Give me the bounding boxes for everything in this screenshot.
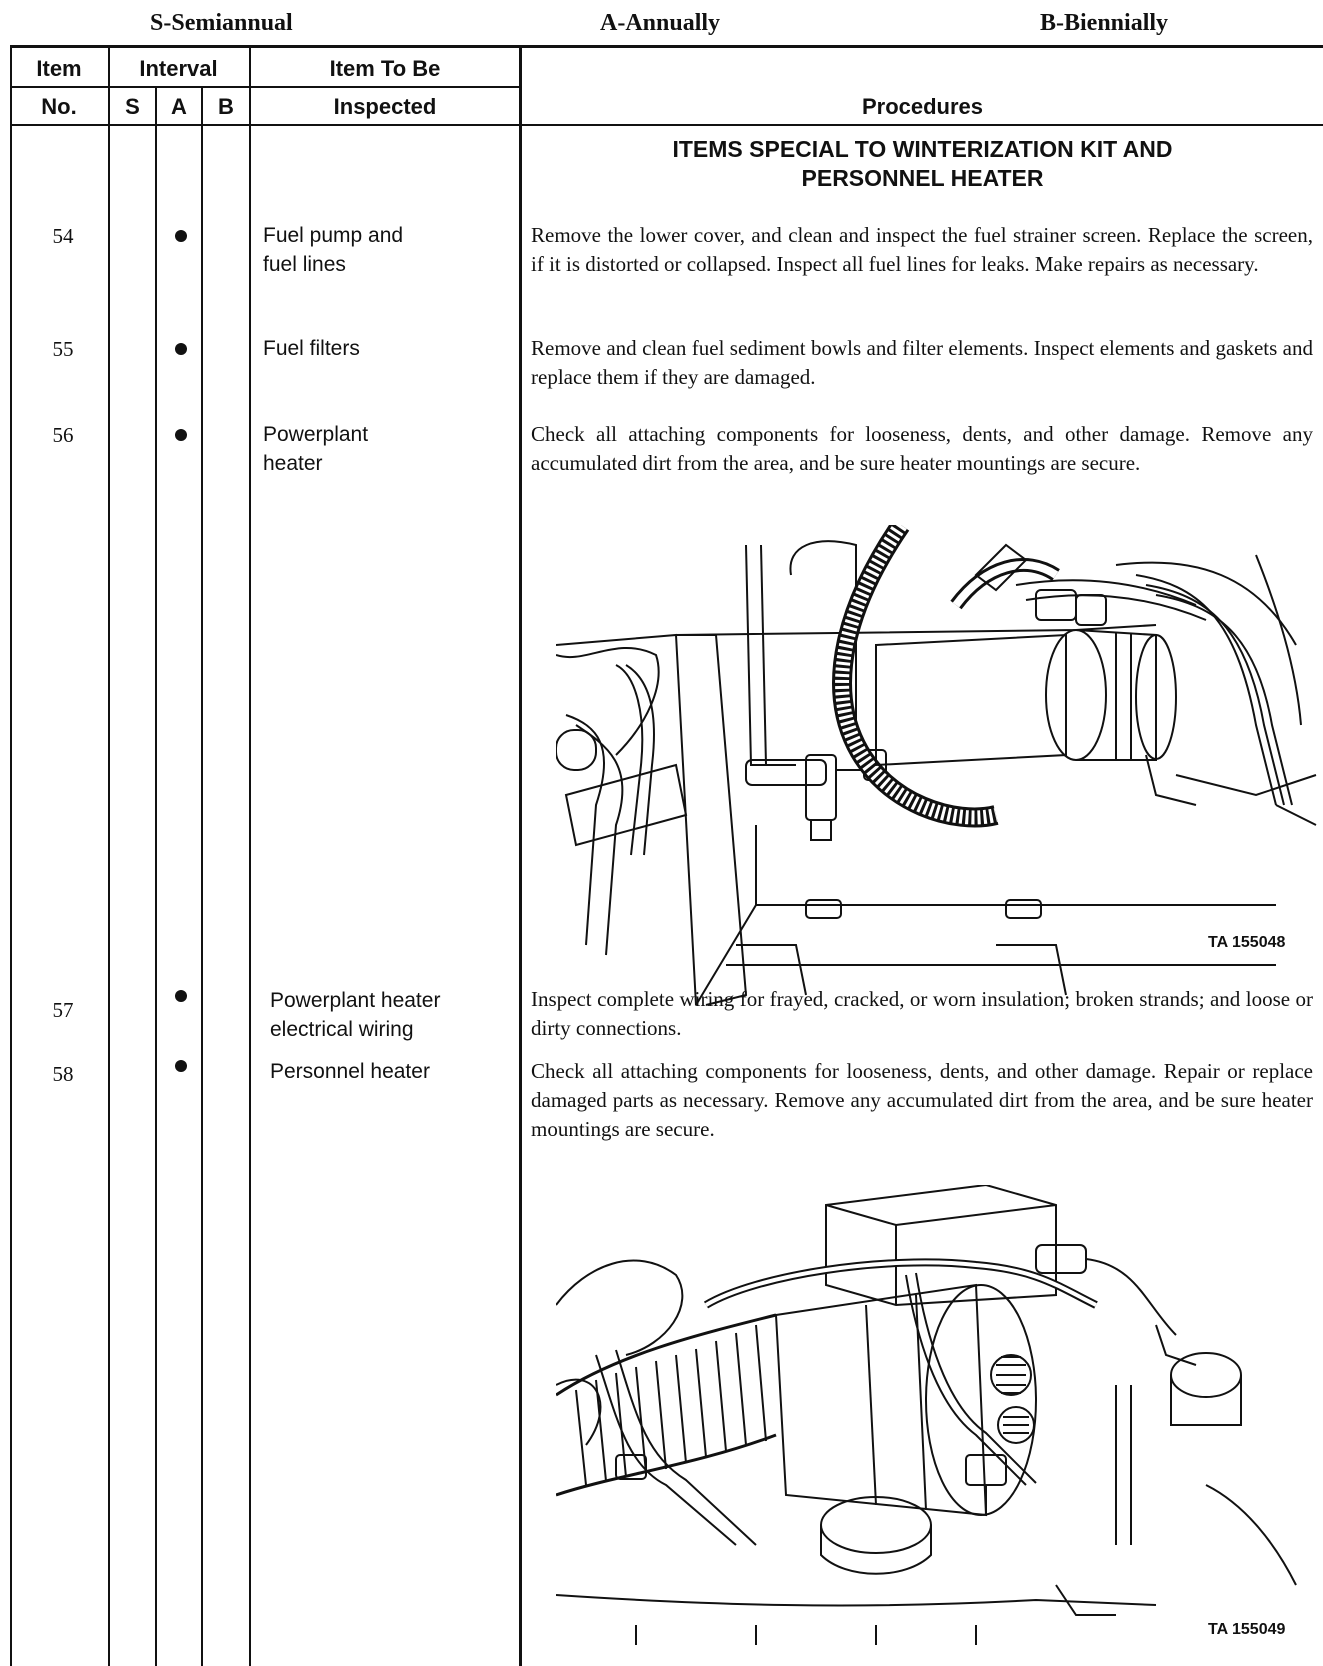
legend-biennially: B-Biennially [1040, 10, 1169, 36]
header-inspected: Inspected [333, 94, 437, 119]
header-procedures: Procedures [861, 94, 984, 119]
header-interval-b: B [218, 94, 234, 119]
item-number-55: 55 [52, 337, 74, 361]
item-number-57: 57 [52, 998, 74, 1022]
col-line-s [155, 88, 157, 1666]
section-title-line2: PERSONNEL HEATER [801, 165, 1044, 191]
item-no-divider [10, 86, 108, 88]
col-line-b [249, 45, 251, 1666]
procedure-text: Inspect complete wiring for frayed, crac… [531, 987, 1313, 1040]
header-item: Item [36, 56, 82, 81]
item-number-56: 56 [52, 423, 74, 447]
item-name-line1: Powerplant heater [270, 989, 441, 1012]
powerplant-heater-illustration [556, 525, 1317, 1006]
col-line-inspected [519, 45, 522, 1666]
item-name-line2: electrical wiring [270, 1018, 414, 1041]
header-item-to-be: Item To Be [329, 56, 441, 81]
col-line-left [10, 45, 12, 1666]
item-number-54: 54 [52, 224, 74, 248]
procedures-header-rule [521, 124, 1323, 126]
annual-interval-dot [175, 230, 187, 242]
procedure-text: Remove the lower cover, and clean and in… [531, 223, 1313, 276]
item-number-58: 58 [52, 1062, 74, 1086]
figure-label-ta155049: TA 155049 [1208, 1621, 1286, 1638]
header-interval: Interval [139, 56, 218, 81]
item-name-line1: Powerplant [263, 423, 369, 446]
item-name-line1: Personnel heater [270, 1060, 430, 1083]
header-bottom-rule [10, 124, 521, 126]
procedure-text: Remove and clean fuel sediment bowls and… [531, 336, 1313, 389]
item-name-line2: fuel lines [263, 253, 346, 276]
section-title-line1: ITEMS SPECIAL TO WINTERIZATION KIT AND [672, 136, 1173, 162]
col-line-a [201, 88, 203, 1666]
item-name-line2: heater [263, 452, 323, 475]
item-name-line1: Fuel pump and [263, 224, 404, 247]
annual-interval-dot [175, 1060, 187, 1072]
header-interval-a: A [171, 94, 187, 119]
procedure-text: Check all attaching components for loose… [531, 422, 1313, 475]
procedure-text: Check all attaching components for loose… [531, 1059, 1313, 1141]
legend-annually: A-Annually [600, 10, 721, 36]
header-interval-s: S [125, 94, 140, 119]
annual-interval-dot [175, 990, 187, 1002]
table-top-rule [10, 45, 1323, 48]
personnel-heater-illustration [556, 1185, 1297, 1645]
col-line-item [108, 45, 110, 1666]
legend-semiannual: S-Semiannual [150, 10, 293, 36]
interval-sub-rule [108, 86, 249, 88]
annual-interval-dot [175, 343, 187, 355]
item-name-line1: Fuel filters [263, 337, 360, 360]
figure-label-ta155048: TA 155048 [1208, 934, 1286, 951]
inspected-divider [249, 86, 521, 88]
header-no: No. [41, 94, 77, 119]
annual-interval-dot [175, 429, 187, 441]
